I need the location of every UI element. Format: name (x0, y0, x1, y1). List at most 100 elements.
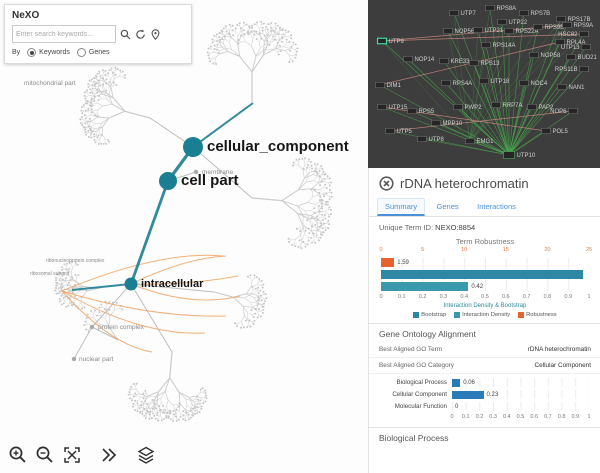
gene-label: POL5 (553, 129, 569, 135)
gene-node[interactable]: UTP7 (449, 10, 477, 17)
gene-node[interactable]: RPS13 (469, 60, 501, 67)
layers-button[interactable] (132, 441, 159, 468)
gene-node[interactable]: UTP8 (417, 136, 445, 143)
search-icon[interactable] (120, 29, 131, 40)
gene-node[interactable]: RPS9A (562, 22, 594, 29)
gene-node[interactable]: RRP7A (491, 102, 523, 109)
gene-node[interactable]: RPS4A (441, 80, 473, 87)
zoom-in-button[interactable] (4, 441, 31, 468)
search-input[interactable] (12, 25, 116, 43)
gene-node[interactable]: RPS7B (519, 10, 551, 17)
gene-node[interactable]: NOC4 (519, 80, 548, 87)
reset-icon[interactable] (135, 29, 146, 40)
gene-node[interactable]: BUD21 (566, 54, 598, 61)
ontology-tree-canvas[interactable] (0, 0, 368, 473)
gene-node[interactable]: UTP15 (377, 104, 408, 111)
gene-label: RPL4A (567, 40, 586, 46)
chart-bar (381, 270, 583, 279)
gene-label: PAP2 (539, 105, 555, 111)
gene-node[interactable]: KRE33 (439, 58, 471, 65)
gene-label: UTP21 (485, 28, 504, 34)
term-title: rDNA heterochromatin (400, 176, 529, 191)
gene-label: UTP7 (461, 11, 477, 17)
tab-genes[interactable]: Genes (436, 202, 459, 211)
radio-keywords[interactable]: Keywords (27, 48, 70, 57)
gene-node[interactable]: RPS5 (407, 108, 435, 115)
unique-term-id-value: NEXO:8854 (435, 223, 476, 232)
gene-node[interactable]: UTP22 (497, 19, 528, 26)
chart-bar-row (381, 270, 589, 279)
gene-label: KRE33 (451, 59, 471, 65)
gene-node[interactable]: MPP10 (431, 120, 463, 127)
gene-node[interactable]: UTP21 (473, 27, 504, 34)
legend-item: Bootstrap (413, 312, 446, 318)
gene-label: NOP58 (541, 53, 561, 59)
gene-node[interactable]: NOP14 (403, 56, 435, 63)
gene-label: NOP14 (415, 57, 435, 63)
gene-node[interactable]: UTP13 (561, 44, 591, 51)
gene-node[interactable]: RPL4A (555, 39, 586, 46)
fit-screen-button[interactable] (58, 441, 85, 468)
tab-summary[interactable]: Summary (377, 198, 426, 216)
bar-value-label: 0.42 (471, 283, 484, 290)
gene-node[interactable]: UTP10 (503, 151, 536, 160)
term-details-panel: rDNA heterochromatin Summary Genes Inter… (368, 168, 600, 473)
go-alignment-header: Gene Ontology Alignment (369, 323, 600, 342)
gene-label: RPS4A (453, 81, 473, 87)
gene-node[interactable]: NOP6 (550, 108, 578, 115)
gene-node[interactable]: PWP2 (453, 104, 483, 111)
gene-label: UTP9 (389, 39, 405, 45)
gene-label: UTP8 (429, 137, 445, 143)
gene-node[interactable]: NOP56 (443, 28, 475, 35)
gene-node[interactable]: RPS22A (504, 28, 539, 35)
gene-node[interactable]: RPS11B (555, 66, 589, 73)
gene-node[interactable]: UTP5 (385, 128, 413, 135)
gene-label: RPS5 (419, 109, 435, 115)
gene-node[interactable]: RPS14A (481, 42, 516, 49)
chart-bar (381, 258, 395, 267)
legend-swatch (518, 312, 525, 318)
chart-bar (452, 378, 461, 387)
gene-node[interactable]: EMG1 (465, 138, 495, 145)
close-icon[interactable] (379, 176, 394, 191)
map-toolbar (4, 441, 159, 468)
gene-node[interactable]: RPS8A (485, 5, 517, 12)
ontology-node[interactable] (124, 277, 138, 291)
gene-label: MPP10 (443, 121, 463, 127)
gene-node[interactable]: POL5 (541, 128, 569, 135)
gene-label: EMG1 (477, 139, 495, 145)
ontology-node[interactable] (159, 172, 177, 190)
gene-node[interactable]: NAN1 (557, 84, 586, 91)
legend-swatch (454, 312, 461, 318)
gene-node[interactable]: NOP58 (529, 52, 561, 59)
gene-node[interactable]: RPS17B (556, 16, 591, 23)
chart-bar (381, 282, 469, 291)
expand-tree-button[interactable] (95, 441, 122, 468)
gene-node[interactable]: RPS9B (533, 24, 565, 31)
legend-item: Robustness (518, 312, 557, 318)
tab-interactions[interactable]: Interactions (477, 202, 516, 211)
radio-dot (76, 48, 86, 57)
gene-node[interactable]: HSC82 (558, 31, 589, 38)
gene-label: DIM1 (387, 83, 402, 89)
gene-label: UTP22 (509, 20, 528, 26)
gene-label: NAN1 (569, 85, 586, 91)
gene-label: HSC82 (558, 32, 578, 38)
gene-node[interactable]: DIM1 (375, 82, 402, 89)
pin-icon[interactable] (150, 28, 161, 40)
ontology-node[interactable] (183, 137, 203, 157)
gene-node[interactable]: PAP2 (527, 104, 555, 111)
zoom-out-button[interactable] (31, 441, 58, 468)
radio-genes[interactable]: Genes (76, 48, 110, 57)
gene-node[interactable]: UTP18 (479, 78, 510, 85)
gene-node[interactable]: UTP9 (376, 37, 405, 45)
